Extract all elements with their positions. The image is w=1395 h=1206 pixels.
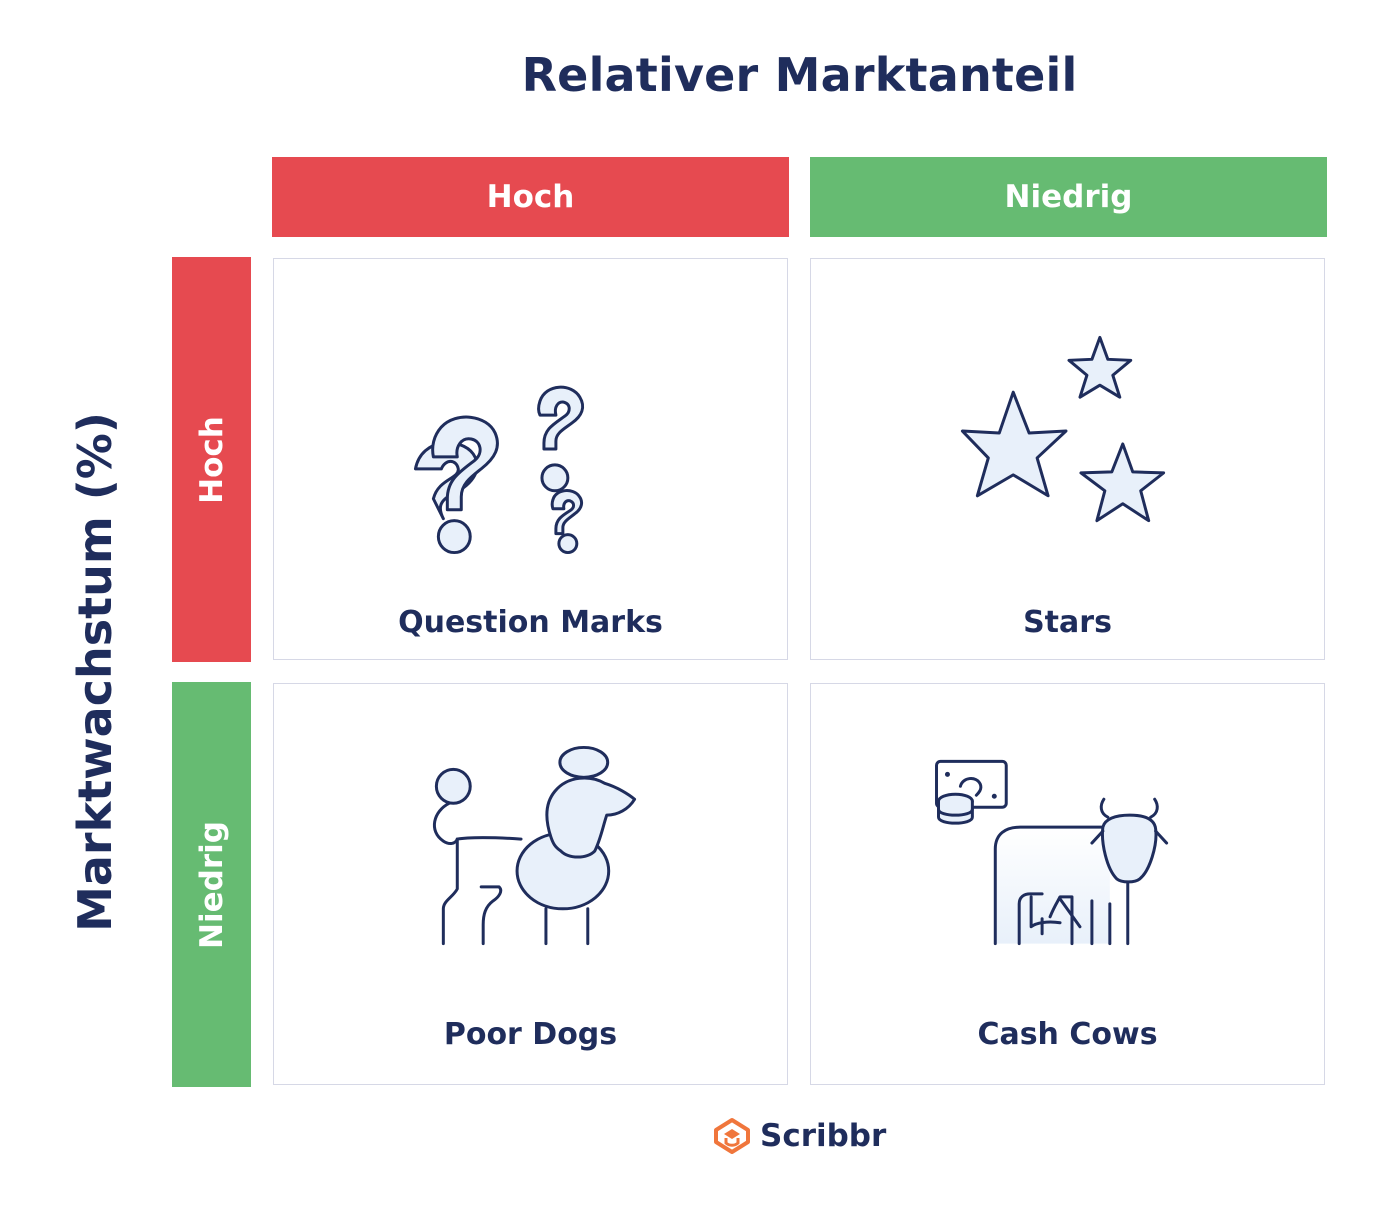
row-header-low: Niedrig xyxy=(172,682,251,1087)
row-header-high: Hoch xyxy=(172,257,251,662)
scribbr-logo-icon xyxy=(714,1118,750,1154)
column-header-low: Niedrig xyxy=(810,157,1327,237)
row-header-low-label: Niedrig xyxy=(193,820,230,949)
cell-poor-dogs: Poor Dogs xyxy=(273,683,788,1085)
scribbr-logo: Scribbr xyxy=(712,1112,886,1160)
axis-title-market-growth: Marktwachstum (%) xyxy=(68,412,122,932)
scribbr-logo-text: Scribbr xyxy=(760,1118,887,1154)
axis-title-relative-market-share: Relativer Marktanteil xyxy=(521,48,1078,102)
cell-question-marks: Question Marks xyxy=(273,258,788,660)
stars-icon xyxy=(960,335,1166,523)
cell-label-cash-cows: Cash Cows xyxy=(977,1017,1158,1052)
question-marks-icon xyxy=(413,385,585,555)
cell-label-stars: Stars xyxy=(1023,605,1112,640)
column-header-low-label: Niedrig xyxy=(1004,179,1133,215)
cell-label-poor-dogs: Poor Dogs xyxy=(443,1017,618,1052)
column-header-high: Hoch xyxy=(272,157,789,237)
row-header-high-label: Hoch xyxy=(193,415,230,504)
cell-stars: Stars xyxy=(810,258,1325,660)
cell-cash-cows: Cash Cows xyxy=(810,683,1325,1085)
poodle-icon xyxy=(432,745,637,946)
cow-icon xyxy=(935,759,1169,946)
cell-label-question-marks: Question Marks xyxy=(398,605,663,640)
column-header-high-label: Hoch xyxy=(486,179,575,215)
